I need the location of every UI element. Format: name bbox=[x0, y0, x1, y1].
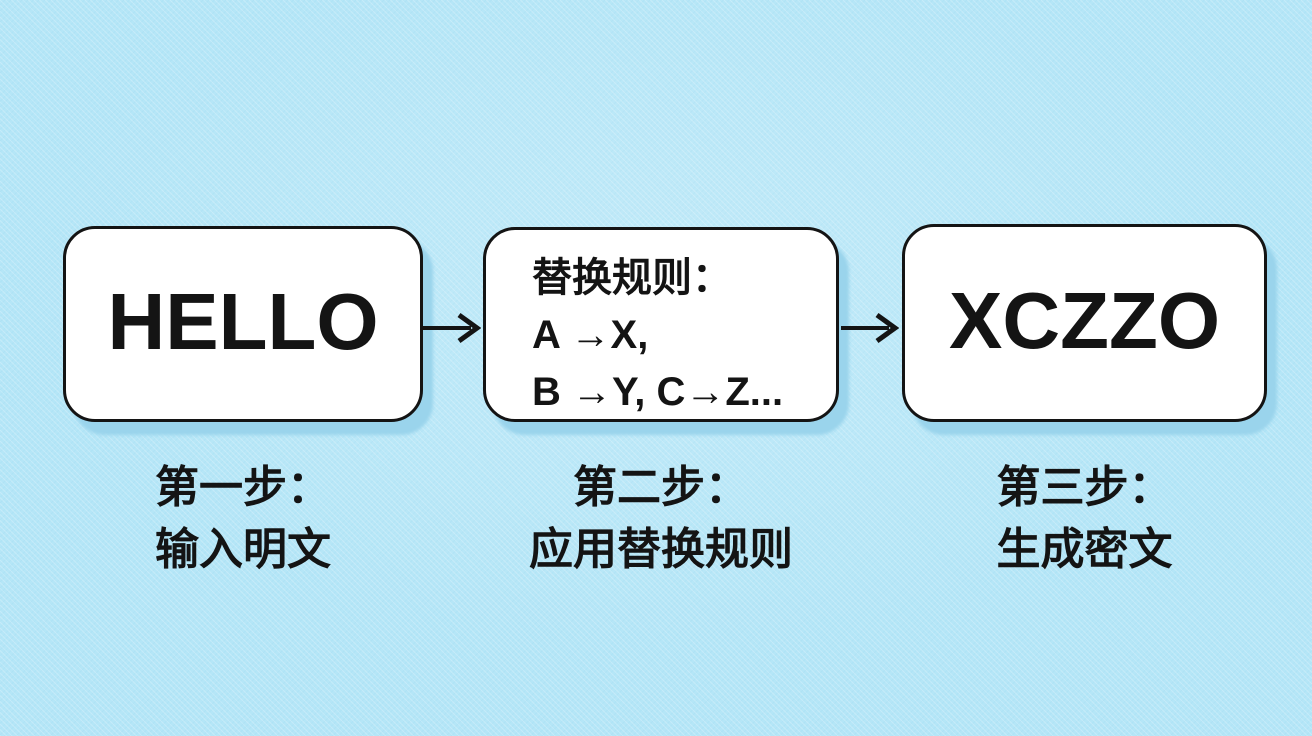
rule-mapping-line-2: B →Y, C→Z... bbox=[532, 370, 784, 414]
step1-caption-text: 输入明文 bbox=[155, 525, 331, 574]
plaintext-label: HELLO bbox=[107, 277, 379, 366]
step3-caption-text: 生成密文 bbox=[996, 525, 1173, 574]
step2-caption-text: 应用替换规则 bbox=[529, 525, 793, 574]
arrow-right-icon bbox=[423, 312, 481, 344]
step2-caption-title: 第二步： bbox=[573, 463, 749, 512]
plaintext-box: HELLO bbox=[63, 226, 423, 422]
arrow-right-icon bbox=[841, 312, 899, 344]
ciphertext-label: XCZZO bbox=[948, 276, 1221, 365]
step1-caption-title: 第一步： bbox=[155, 463, 331, 512]
step3-caption: 第三步： 生成密文 bbox=[902, 457, 1267, 581]
step1-caption: 第一步： 输入明文 bbox=[63, 457, 423, 581]
substitution-rules-box: 替换规则： A →X, B →Y, C→Z... bbox=[483, 227, 839, 422]
rules-title: 替换规则： bbox=[532, 256, 732, 300]
rule-mapping-line-1: A →X, bbox=[532, 313, 649, 357]
step3-caption-title: 第三步： bbox=[996, 463, 1173, 512]
step2-caption: 第二步： 应用替换规则 bbox=[483, 457, 839, 581]
ciphertext-box: XCZZO bbox=[902, 224, 1267, 422]
